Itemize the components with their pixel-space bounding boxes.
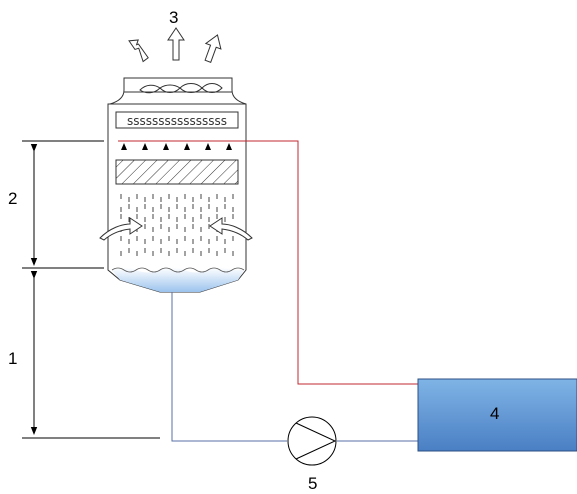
exhaust-arrow-icon (167, 27, 185, 61)
spray-nozzle-icon (184, 143, 190, 150)
pump-label: 5 (308, 474, 317, 493)
basin-surface (111, 267, 245, 273)
fan-icon (139, 83, 223, 94)
air-inlets (99, 217, 253, 241)
exhaust-arrow-icon (128, 39, 149, 63)
spray-nozzle-icon (205, 143, 211, 150)
load-label: 4 (490, 404, 499, 423)
cold-water-line (171, 292, 287, 442)
dimension-lines (22, 140, 160, 439)
spray-nozzle-icon (142, 143, 148, 150)
svg-text:ssssssssssssssss: ssssssssssssssss (127, 114, 227, 128)
exhaust-arrow-icon (204, 34, 222, 63)
dimension-label-lower: 1 (8, 349, 17, 368)
drift-eliminator: ssssssssssssssss (115, 111, 239, 129)
spray-nozzle-icon (226, 143, 232, 150)
exhaust-arrows (128, 27, 222, 63)
exhaust-label: 3 (169, 8, 178, 27)
spray-nozzles (121, 143, 232, 150)
air-inlet-arrow-icon (209, 217, 253, 241)
fan-housing (109, 77, 247, 105)
spray-nozzle-icon (163, 143, 169, 150)
fill-media (115, 159, 239, 185)
dimension-label-upper: 2 (8, 189, 17, 208)
load-box (417, 378, 577, 452)
basin-water (112, 267, 244, 292)
spray-nozzle-icon (121, 143, 127, 150)
pump-icon (287, 416, 337, 466)
air-inlet-arrow-icon (99, 217, 143, 241)
hot-water-line (118, 140, 418, 385)
